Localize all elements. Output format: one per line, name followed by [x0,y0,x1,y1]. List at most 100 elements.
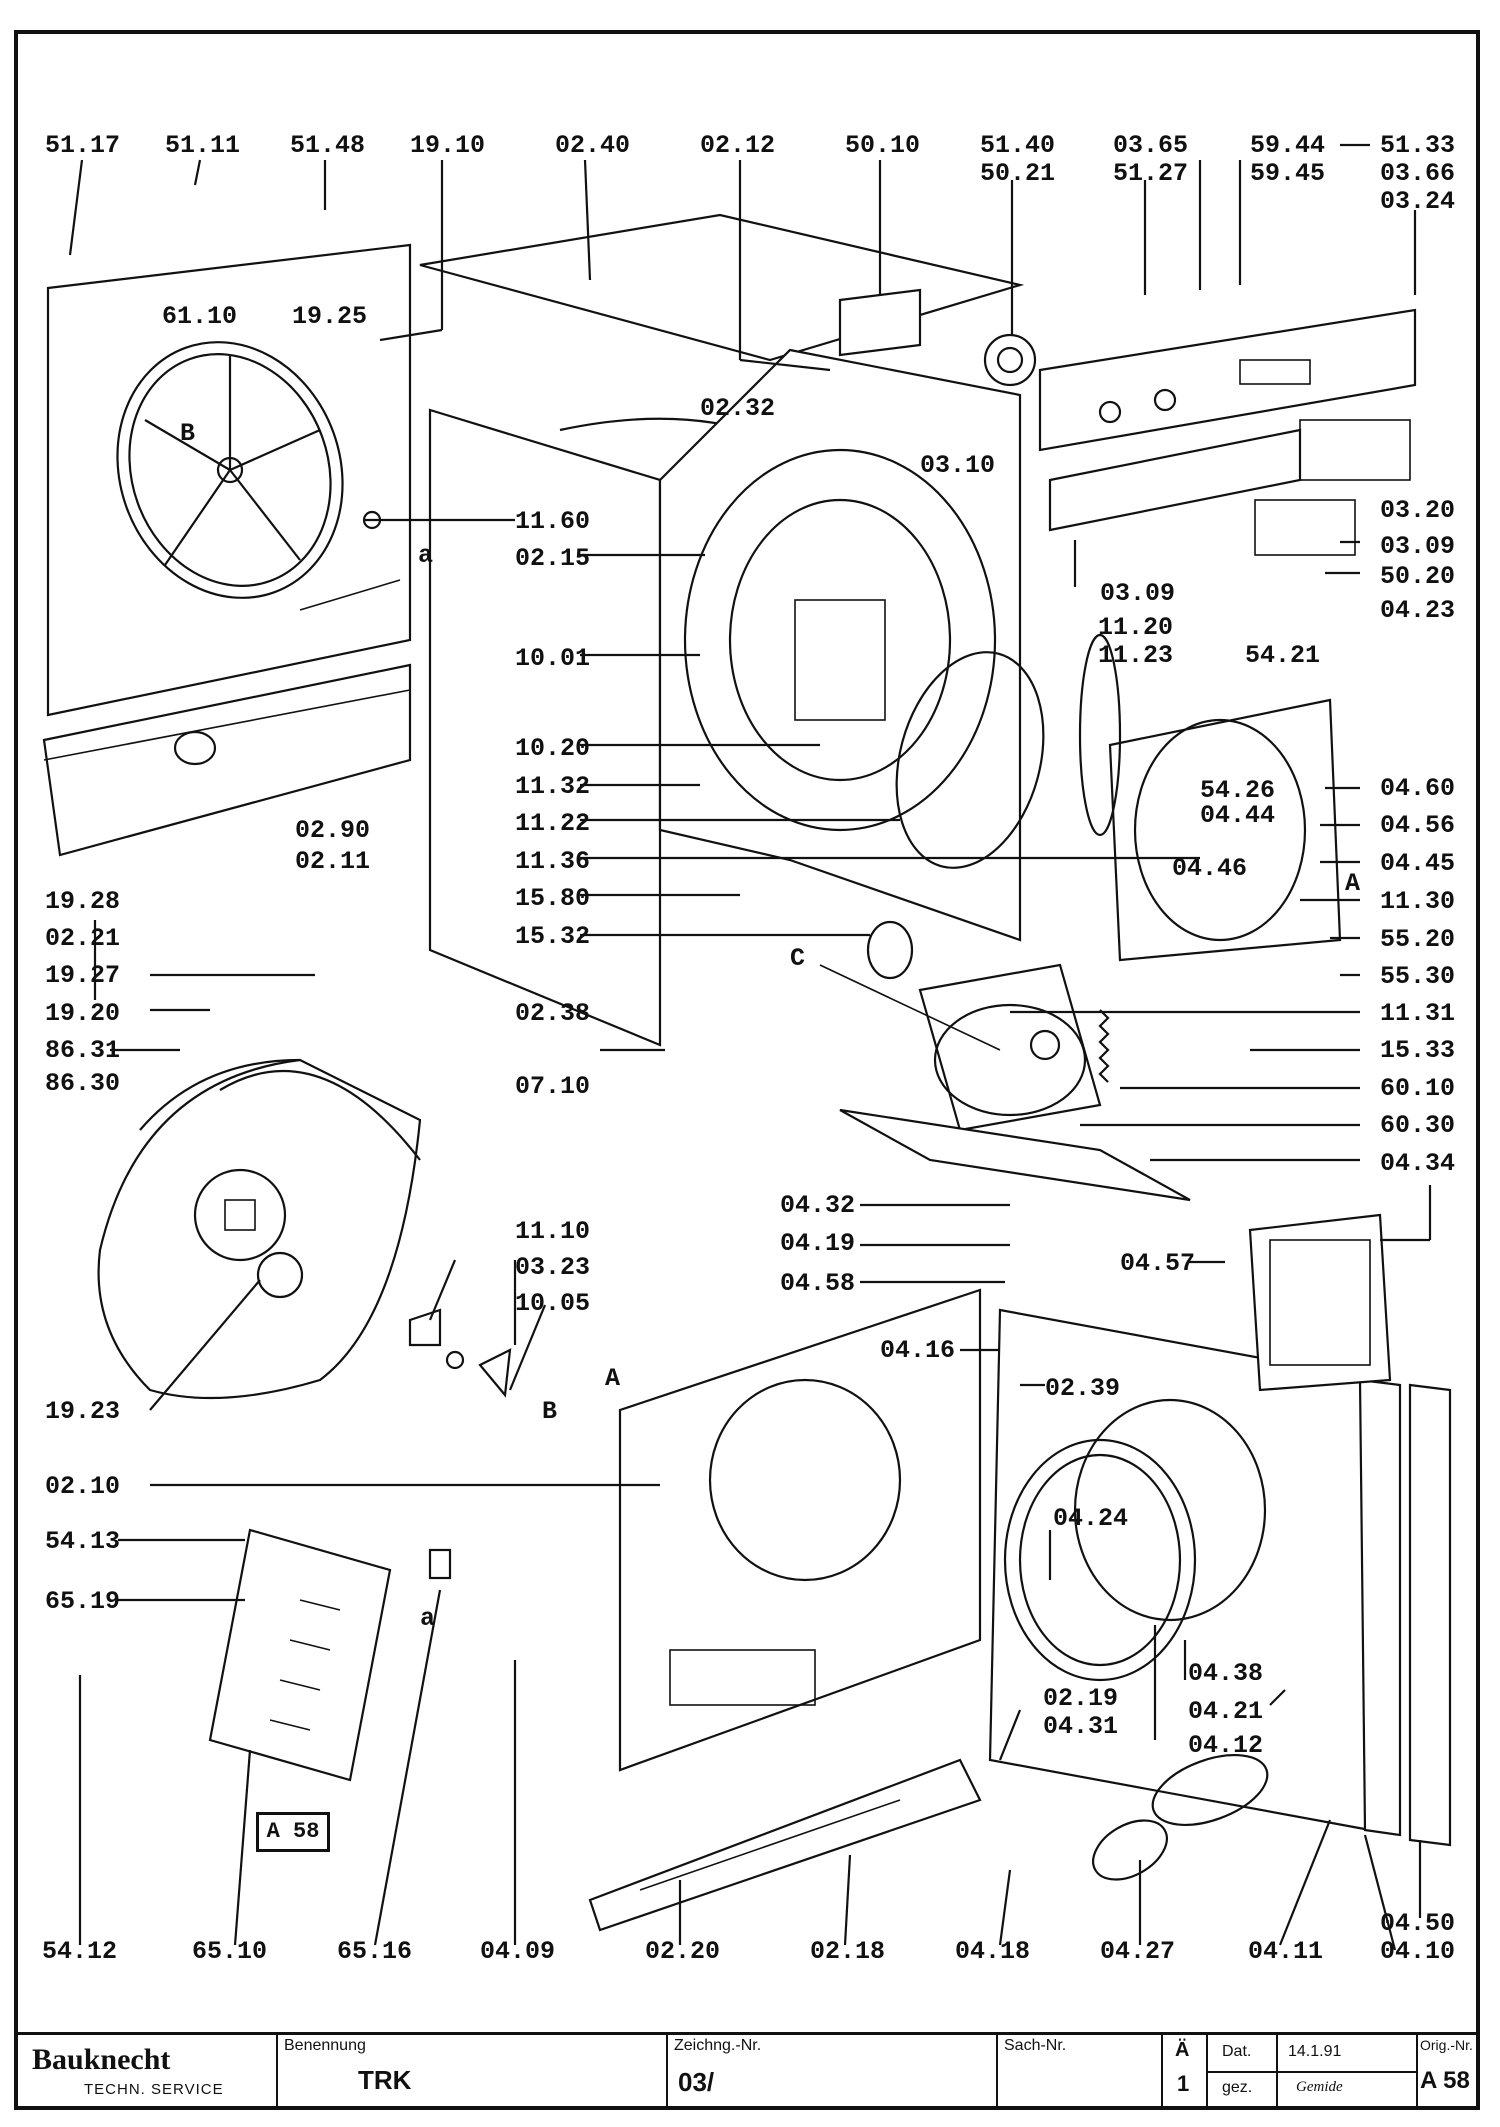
label-c: C [790,944,805,973]
label-15-80: 15.80 [515,884,590,913]
benennung-value: TRK [358,2065,412,2095]
drum-back-panel [97,1058,512,1400]
label-04-21: 04.21 [1188,1697,1263,1726]
label-03-23: 03.23 [515,1253,590,1282]
label-02-15: 02.15 [515,544,590,573]
control-panel-assembly [838,288,1417,556]
label-11-36: 11.36 [515,847,590,876]
label-65-16: 65.16 [337,1937,412,1966]
label-55-20: 55.20 [1380,925,1455,954]
label-15-33: 15.33 [1380,1036,1455,1065]
ae-label: Ä [1175,2039,1190,2061]
label-b-rear: B [180,419,195,448]
label-04-31: 04.31 [1043,1712,1118,1741]
label-04-11: 04.11 [1248,1937,1323,1966]
label-04-46: 04.46 [1172,854,1247,883]
benennung-cell: Benennung TRK [276,2035,666,2109]
label-10-05: 10.05 [515,1289,590,1318]
label-10-01: 10.01 [515,644,590,673]
dat-label: Dat. [1222,2043,1252,2060]
label-03-20: 03.20 [1380,496,1455,525]
label-02-18: 02.18 [810,1937,885,1966]
bauknecht-logo: Bauknecht [32,2043,171,2076]
zeichng-cell: Zeichng.-Nr. 03/ [666,2035,996,2109]
label-03-65: 03.65 [1113,131,1188,160]
front-panel-assembly [588,1288,982,1932]
dat-gez-value-cell: 14.1.91 Gemide [1276,2035,1416,2109]
gez-signature: Gemide [1296,2079,1343,2095]
label-86-31: 86.31 [45,1036,120,1065]
sach-label: Sach-Nr. [1004,2037,1067,2054]
label-65-19: 65.19 [45,1587,120,1616]
label-04-18: 04.18 [955,1937,1030,1966]
label-04-23: 04.23 [1380,596,1455,625]
label-02-90: 02.90 [295,816,370,845]
label-02-40: 02.40 [555,131,630,160]
label-04-19: 04.19 [780,1229,855,1258]
label-50-21: 50.21 [980,159,1055,188]
label-11-30: 11.30 [1380,887,1455,916]
label-19-20: 19.20 [45,999,120,1028]
label-02-21: 02.21 [45,924,120,953]
label-04-16: 04.16 [880,1336,955,1365]
side-panel [428,408,662,1047]
label-02-12: 02.12 [700,131,775,160]
label-51-27: 51.27 [1113,159,1188,188]
label-19-25: 19.25 [292,302,367,331]
drawing-frame [14,30,1480,2110]
logo-subtitle: TECHN. SERVICE [84,2081,224,2098]
label-59-44: 59.44 [1250,131,1325,160]
label-04-32: 04.32 [780,1191,855,1220]
label-02-19: 02.19 [1043,1684,1118,1713]
label-04-56: 04.56 [1380,811,1455,840]
label-11-20: 11.20 [1098,613,1173,642]
ae-cell: Ä 1 [1161,2035,1206,2109]
label-02-38: 02.38 [515,999,590,1028]
label-54-21: 54.21 [1245,641,1320,670]
label-04-10: 04.10 [1380,1937,1455,1966]
orig-label: Orig.-Nr. [1420,2037,1473,2053]
rear-panel-assembly [42,243,412,857]
label-04-12: 04.12 [1188,1731,1263,1760]
label-04-34: 04.34 [1380,1149,1455,1178]
orig-cell: Orig.-Nr. A 58 [1416,2035,1476,2109]
zeichng-value: 03/ [678,2067,715,2097]
label-19-23: 19.23 [45,1397,120,1426]
label-a-rear: a [418,541,433,570]
label-11-22: 11.22 [515,809,590,838]
dat-gez-label-cell: Dat. gez. [1206,2035,1276,2109]
label-07-10: 07.10 [515,1072,590,1101]
label-50-10: 50.10 [845,131,920,160]
label-03-24: 03.24 [1380,187,1455,216]
label-19-27: 19.27 [45,961,120,990]
label-04-57: 04.57 [1120,1249,1195,1278]
label-51-11: 51.11 [165,131,240,160]
label-11-60: 11.60 [515,507,590,536]
label-59-45: 59.45 [1250,159,1325,188]
zeichng-label: Zeichng.-Nr. [674,2037,762,2054]
drawing-reference-box: A 58 [256,1812,330,1852]
drum-assembly [559,348,1045,942]
label-04-09: 04.09 [480,1937,555,1966]
front-bearing-bracket [1078,633,1342,962]
label-11-10: 11.10 [515,1217,590,1246]
label-86-30: 86.30 [45,1069,120,1098]
title-block: Bauknecht TECHN. SERVICE Benennung TRK Z… [18,2032,1476,2109]
label-50-20: 50.20 [1380,562,1455,591]
label-03-10: 03.10 [920,451,995,480]
label-02-10: 02.10 [45,1472,120,1501]
label-65-10: 65.10 [192,1937,267,1966]
label-19-28: 19.28 [45,887,120,916]
label-a-front: A [605,1364,620,1393]
label-15-32: 15.32 [515,922,590,951]
leader-lines [68,143,1432,1951]
label-02-39: 02.39 [1045,1374,1120,1403]
label-04-27: 04.27 [1100,1937,1175,1966]
label-04-38: 04.38 [1188,1659,1263,1688]
label-55-30: 55.30 [1380,962,1455,991]
orig-value: A 58 [1420,2067,1470,2094]
label-a-heater: a [420,1604,435,1633]
label-51-33: 51.33 [1380,131,1455,160]
label-02-11: 02.11 [295,847,370,876]
